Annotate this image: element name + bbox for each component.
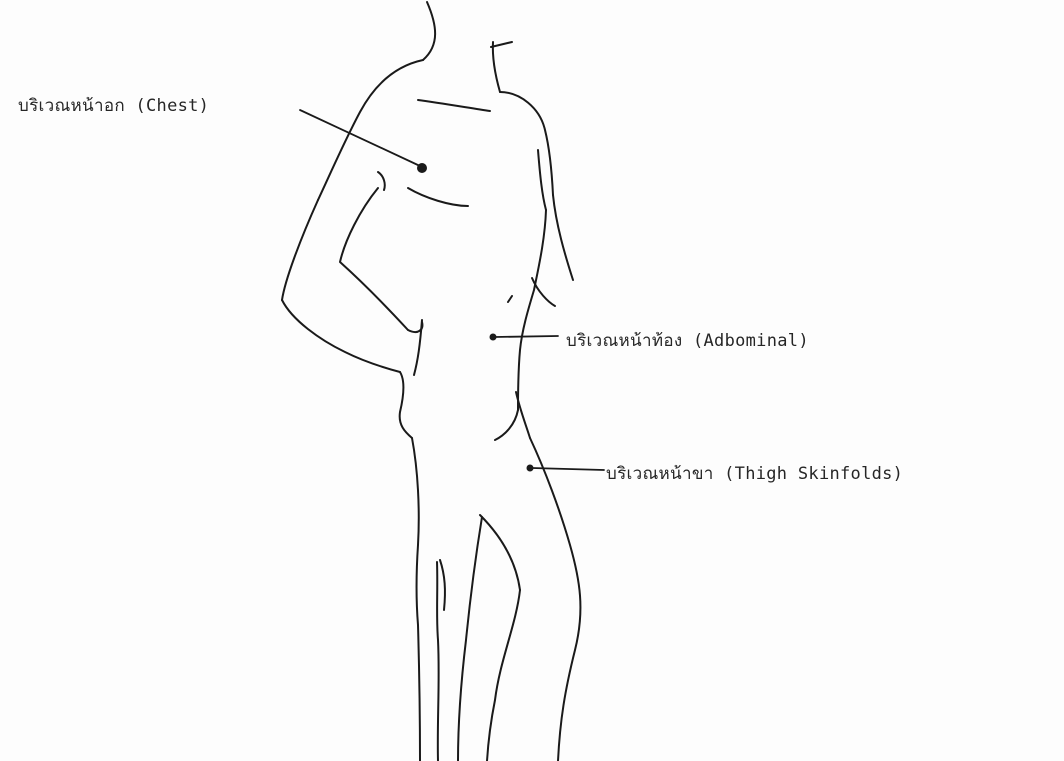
left-knee-mark — [440, 560, 445, 610]
right-hip-inner — [516, 392, 530, 438]
right-leg-outer — [530, 438, 580, 761]
neck-left-outline — [423, 2, 435, 60]
right-leg-back-outline — [458, 517, 482, 761]
chest-underline — [408, 188, 468, 206]
right-arm-inner — [538, 150, 546, 210]
abdominal-site-label: บริเวณหน้าท้อง (Adbominal) — [566, 327, 809, 354]
abdominal-pointer-line — [495, 336, 558, 337]
left-arm-inner — [340, 188, 408, 330]
chest-pointer-line — [300, 110, 420, 166]
right-leg-inner-upper — [480, 515, 520, 590]
left-wrist-mark — [378, 172, 385, 190]
right-leg-inner-lower — [487, 590, 520, 761]
right-arm-outer — [553, 195, 573, 280]
left-hip-outline — [400, 372, 412, 438]
thigh-site-label: บริเวณหน้าขา (Thigh Skinfolds) — [606, 460, 903, 487]
left-hip-inner — [414, 320, 422, 375]
chin-mark — [491, 42, 512, 47]
thigh-pointer-line — [532, 468, 604, 470]
crotch-outline — [495, 410, 518, 440]
left-shoulder-outline — [318, 60, 423, 200]
collarbone-mark — [418, 100, 490, 111]
navel-mark — [508, 296, 512, 302]
chest-site-label: บริเวณหน้าอก (Chest) — [18, 92, 209, 119]
left-torso-outline — [282, 200, 318, 300]
left-leg-inner — [437, 562, 439, 761]
right-shoulder-outline — [500, 92, 553, 195]
left-upper-arm-outer — [282, 300, 400, 372]
left-leg-outer — [412, 438, 420, 761]
neck-right-outline — [493, 42, 500, 92]
right-torso-outline — [518, 210, 546, 410]
